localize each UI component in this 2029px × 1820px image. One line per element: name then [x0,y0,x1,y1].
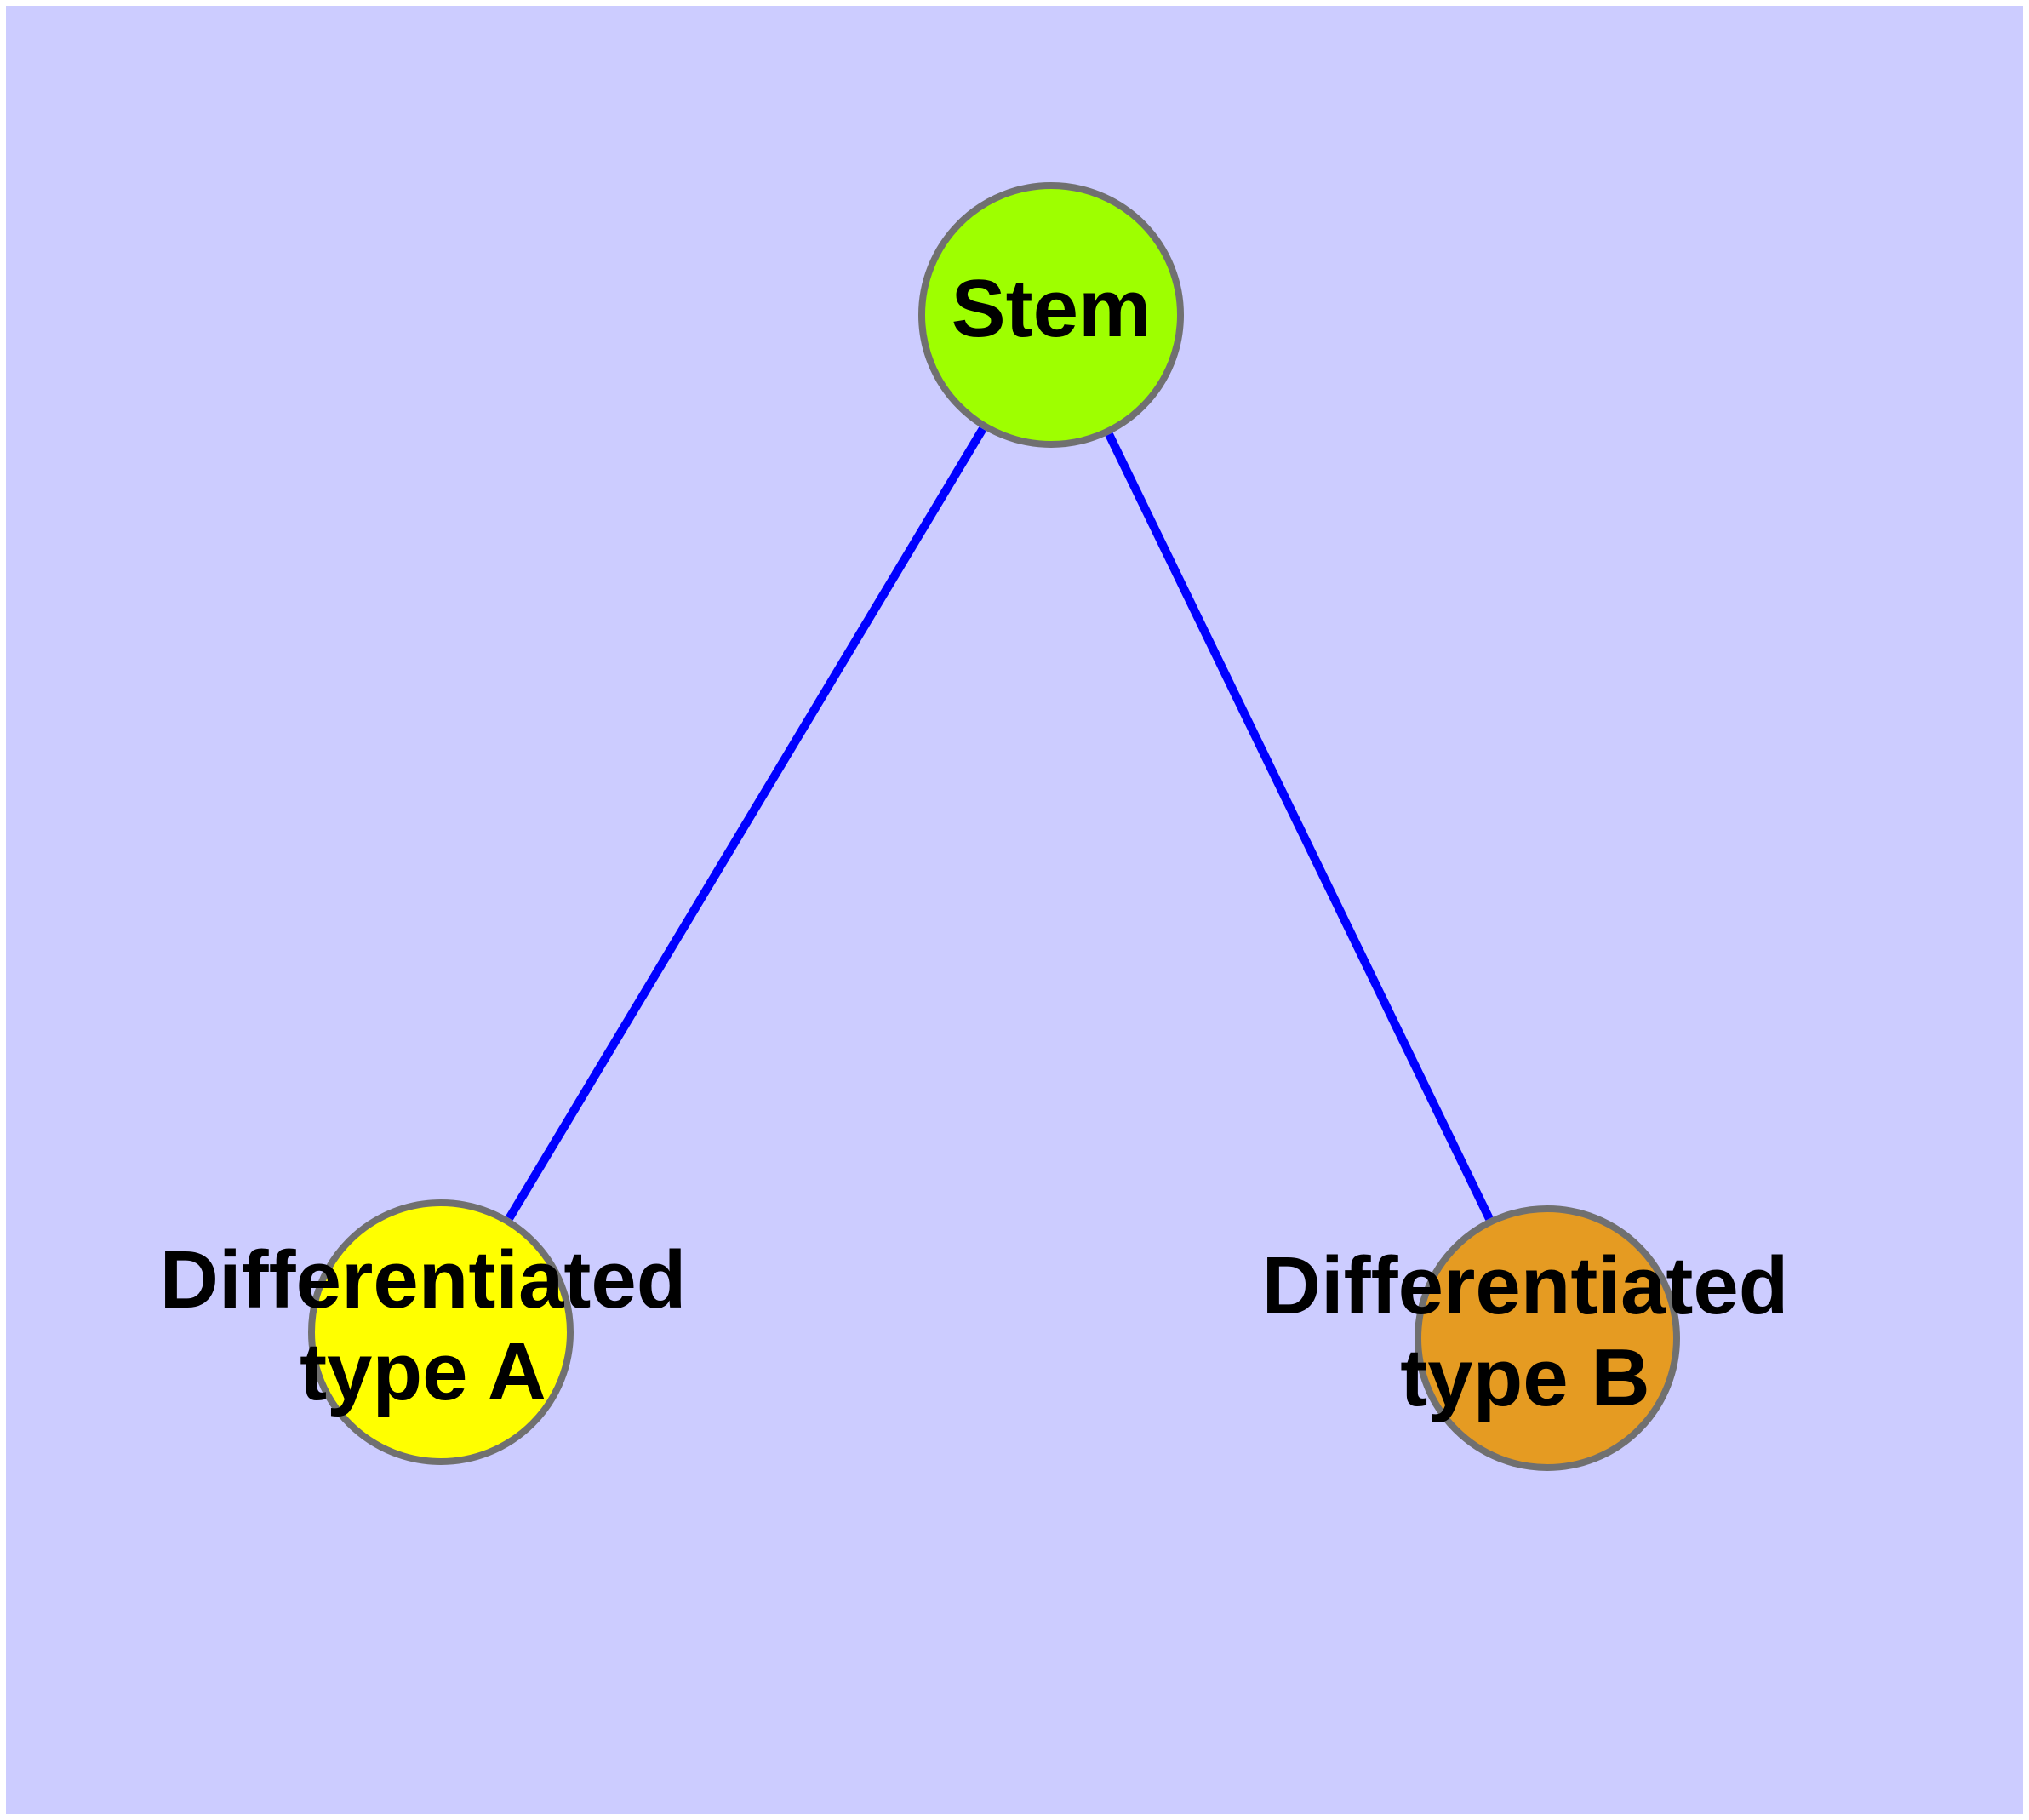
node-label-line: Stem [952,263,1152,354]
edges-group [505,426,1494,1221]
nodes-group [308,182,1680,1471]
node-label-line: type A [300,1326,546,1417]
node-label-line: type B [1400,1332,1649,1423]
node-label-line: Differentiated [1262,1241,1789,1332]
graph-node-diff-b[interactable] [1415,1205,1680,1471]
graph-node-stem[interactable] [918,182,1184,448]
node-label-line: Differentiated [160,1235,687,1326]
graph-edge-stem-to-diff-b[interactable] [1105,432,1494,1221]
node-label-stem: Stem [952,263,1152,354]
graph-node-diff-a[interactable] [308,1199,574,1465]
graph-edge-stem-to-diff-a[interactable] [505,426,987,1221]
